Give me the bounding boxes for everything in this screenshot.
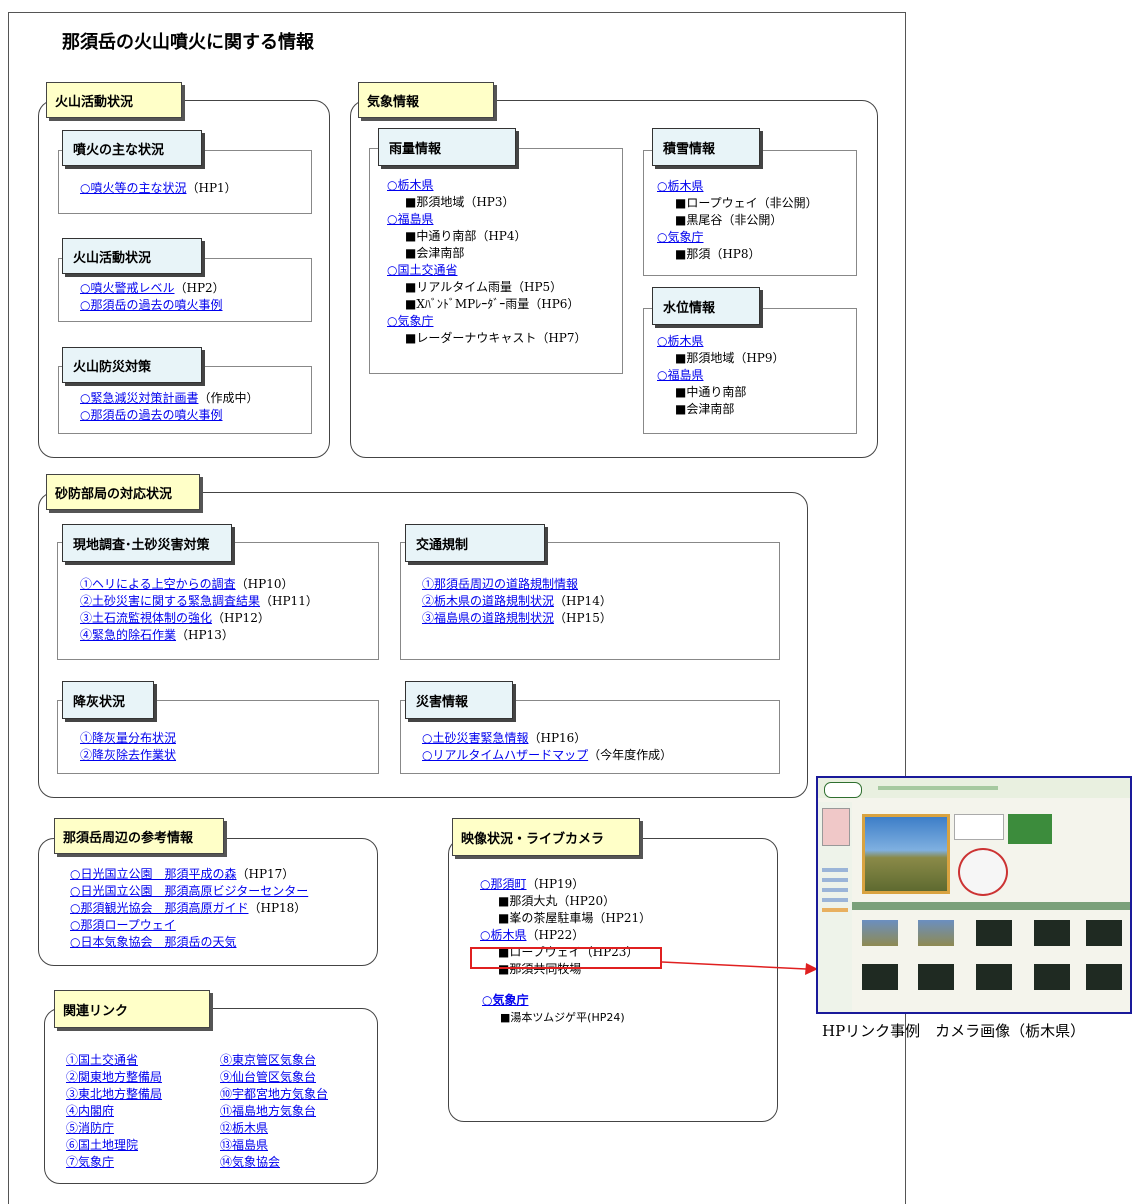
rain-list: ○栃木県 ■那須地域（HP3） ○福島県 ■中通り南部（HP4） ■会津南部 ○… bbox=[387, 178, 587, 345]
snow-jma-link[interactable]: ○気象庁 bbox=[657, 230, 704, 244]
eruption-main-label: 噴火の主な状況 bbox=[62, 130, 202, 166]
heli-survey-link[interactable]: ①ヘリによる上空からの調査 bbox=[80, 577, 236, 591]
related-panel bbox=[44, 1008, 378, 1184]
sabo-panel-label: 砂防部局の対応状況 bbox=[46, 474, 200, 510]
related-link[interactable]: ⑨仙台管区気象台 bbox=[220, 1070, 317, 1084]
hazard-label: 災害情報 bbox=[405, 681, 513, 719]
related-link[interactable]: ⑬福島県 bbox=[220, 1138, 269, 1152]
related-link[interactable]: ①国土交通省 bbox=[66, 1053, 139, 1067]
thumbnail-main-image bbox=[862, 814, 950, 894]
weather-assoc-link[interactable]: ○日本気象協会 那須岳の天気 bbox=[70, 935, 237, 949]
related-link[interactable]: ⑫栃木県 bbox=[220, 1121, 269, 1135]
related-col-1: ①国土交通省 ②関東地方整備局 ③東北地方整備局 ④内閣府 ⑤消防庁 ⑥国土地理… bbox=[66, 1052, 162, 1171]
past-eruptions-link-2[interactable]: ○那須岳の過去の噴火事例 bbox=[80, 408, 223, 422]
ash-list: ①降灰量分布状況 ②降灰除去作業状 bbox=[80, 730, 176, 764]
visitor-center-link[interactable]: ○日光国立公園 那須高原ビジターセンター bbox=[70, 884, 309, 898]
thumbnail-map bbox=[822, 808, 850, 846]
rain-mlit-link[interactable]: ○国土交通省 bbox=[387, 263, 458, 277]
ropeway-highlight bbox=[470, 947, 662, 969]
mitigation-plan-link[interactable]: ○緊急減災対策計画書 bbox=[80, 391, 199, 405]
camera-tochigi-link[interactable]: ○栃木県 bbox=[480, 928, 527, 942]
nasu-town-link[interactable]: ○那須町 bbox=[480, 877, 527, 891]
disaster-plan-label: 火山防災対策 bbox=[62, 347, 202, 383]
page-frame bbox=[8, 12, 906, 1204]
ash-removal-link[interactable]: ②降灰除去作業状 bbox=[80, 748, 177, 762]
survey-list: ①ヘリによる上空からの調査（HP10） ②土砂災害に関する緊急調査結果（HP11… bbox=[80, 577, 318, 642]
related-link[interactable]: ⑧東京管区気象台 bbox=[220, 1053, 317, 1067]
tochigi-road-link[interactable]: ②栃木県の道路規制状況 bbox=[422, 594, 555, 608]
rain-label: 雨量情報 bbox=[378, 128, 516, 166]
fukushima-road-link[interactable]: ③福島県の道路規制状況 bbox=[422, 611, 555, 625]
water-tochigi-link[interactable]: ○栃木県 bbox=[657, 334, 704, 348]
related-link[interactable]: ⑪福島地方気象台 bbox=[220, 1104, 317, 1118]
eruption-main-link[interactable]: ○噴火等の主な状況 bbox=[80, 181, 187, 195]
related-link[interactable]: ②関東地方整備局 bbox=[66, 1070, 163, 1084]
debris-monitoring-link[interactable]: ③土石流監視体制の強化 bbox=[80, 611, 213, 625]
water-list: ○栃木県 ■那須地域（HP9） ○福島県 ■中通り南部 ■会津南部 bbox=[657, 334, 785, 416]
eruption-main-list: ○噴火等の主な状況（HP1） bbox=[80, 181, 237, 195]
link-arrow bbox=[661, 961, 818, 975]
page-title: 那須岳の火山噴火に関する情報 bbox=[62, 32, 314, 53]
ash-distribution-link[interactable]: ①降灰量分布状況 bbox=[80, 731, 177, 745]
camera-jma-link[interactable]: ○気象庁 bbox=[482, 993, 529, 1007]
snow-list: ○栃木県 ■ロープウェイ（非公開） ■黒尾谷（非公開） ○気象庁 ■那須（HP8… bbox=[657, 179, 818, 261]
ash-label: 降灰状況 bbox=[62, 681, 154, 719]
thumbnail-logo bbox=[824, 782, 862, 798]
activity-label: 火山活動状況 bbox=[62, 238, 202, 274]
reference-panel bbox=[38, 838, 378, 966]
related-col-2: ⑧東京管区気象台 ⑨仙台管区気象台 ⑩宇都宮地方気象台 ⑪福島地方気象台 ⑫栃木… bbox=[220, 1052, 328, 1171]
related-link[interactable]: ④内閣府 bbox=[66, 1104, 115, 1118]
related-panel-label: 関連リンク bbox=[54, 990, 210, 1028]
activity-list: ○噴火警戒レベル（HP2） ○那須岳の過去の噴火事例 bbox=[80, 281, 225, 312]
water-fukushima-link[interactable]: ○福島県 bbox=[657, 368, 704, 382]
past-eruptions-link[interactable]: ○那須岳の過去の噴火事例 bbox=[80, 298, 223, 312]
debris-removal-link[interactable]: ④緊急的除石作業 bbox=[80, 628, 177, 642]
road-regulation-link[interactable]: ①那須岳周辺の道路規制情報 bbox=[422, 577, 579, 591]
snow-label: 積雪情報 bbox=[652, 128, 760, 166]
ropeway-link[interactable]: ○那須ロープウェイ bbox=[70, 918, 176, 932]
hazard-list: ○土砂災害緊急情報（HP16） ○リアルタイムハザードマップ（今年度作成） bbox=[422, 731, 673, 762]
tourism-guide-link[interactable]: ○那須観光協会 那須高原ガイド bbox=[70, 901, 249, 915]
rain-tochigi-link[interactable]: ○栃木県 bbox=[387, 178, 434, 192]
related-link[interactable]: ⑩宇都宮地方気象台 bbox=[220, 1087, 329, 1101]
rain-jma-link[interactable]: ○気象庁 bbox=[387, 314, 434, 328]
camera-page-thumbnail[interactable] bbox=[816, 776, 1132, 1014]
alert-level-link[interactable]: ○噴火警戒レベル bbox=[80, 281, 175, 295]
camera-jma-list: ○気象庁 ■湯本ツムジゲ平(HP24) bbox=[482, 993, 625, 1024]
survey-label: 現地調査･土砂災害対策 bbox=[62, 524, 232, 562]
sediment-emergency-link[interactable]: ○土砂災害緊急情報 bbox=[422, 731, 529, 745]
related-link[interactable]: ⑤消防庁 bbox=[66, 1121, 115, 1135]
related-link[interactable]: ⑭気象協会 bbox=[220, 1155, 281, 1169]
camera-panel-label: 映像状況・ライブカメラ bbox=[452, 818, 640, 856]
rain-box bbox=[369, 148, 623, 374]
emergency-survey-link[interactable]: ②土砂災害に関する緊急調査結果 bbox=[80, 594, 261, 608]
camera-panel bbox=[448, 838, 778, 1122]
thumbnail-caption: HPリンク事例 カメラ画像（栃木県） bbox=[822, 1022, 1086, 1040]
disaster-plan-list: ○緊急減災対策計画書（作成中） ○那須岳の過去の噴火事例 bbox=[80, 391, 259, 422]
weather-panel-label: 気象情報 bbox=[358, 82, 494, 118]
volcano-panel-label: 火山活動状況 bbox=[46, 82, 182, 118]
snow-tochigi-link[interactable]: ○栃木県 bbox=[657, 179, 704, 193]
related-link[interactable]: ⑦気象庁 bbox=[66, 1155, 115, 1169]
reference-list: ○日光国立公園 那須平成の森（HP17） ○日光国立公園 那須高原ビジターセンタ… bbox=[70, 867, 309, 949]
reference-panel-label: 那須岳周辺の参考情報 bbox=[54, 818, 224, 854]
traffic-list: ①那須岳周辺の道路規制情報 ②栃木県の道路規制状況（HP14） ③福島県の道路規… bbox=[422, 577, 612, 625]
related-link[interactable]: ⑥国土地理院 bbox=[66, 1138, 139, 1152]
water-label: 水位情報 bbox=[652, 287, 760, 325]
hazard-map-link[interactable]: ○リアルタイムハザードマップ bbox=[422, 748, 589, 762]
water-box bbox=[643, 308, 857, 434]
heisei-forest-link[interactable]: ○日光国立公園 那須平成の森 bbox=[70, 867, 237, 881]
traffic-label: 交通規制 bbox=[405, 524, 545, 562]
related-link[interactable]: ③東北地方整備局 bbox=[66, 1087, 163, 1101]
rain-fukushima-link[interactable]: ○福島県 bbox=[387, 212, 434, 226]
